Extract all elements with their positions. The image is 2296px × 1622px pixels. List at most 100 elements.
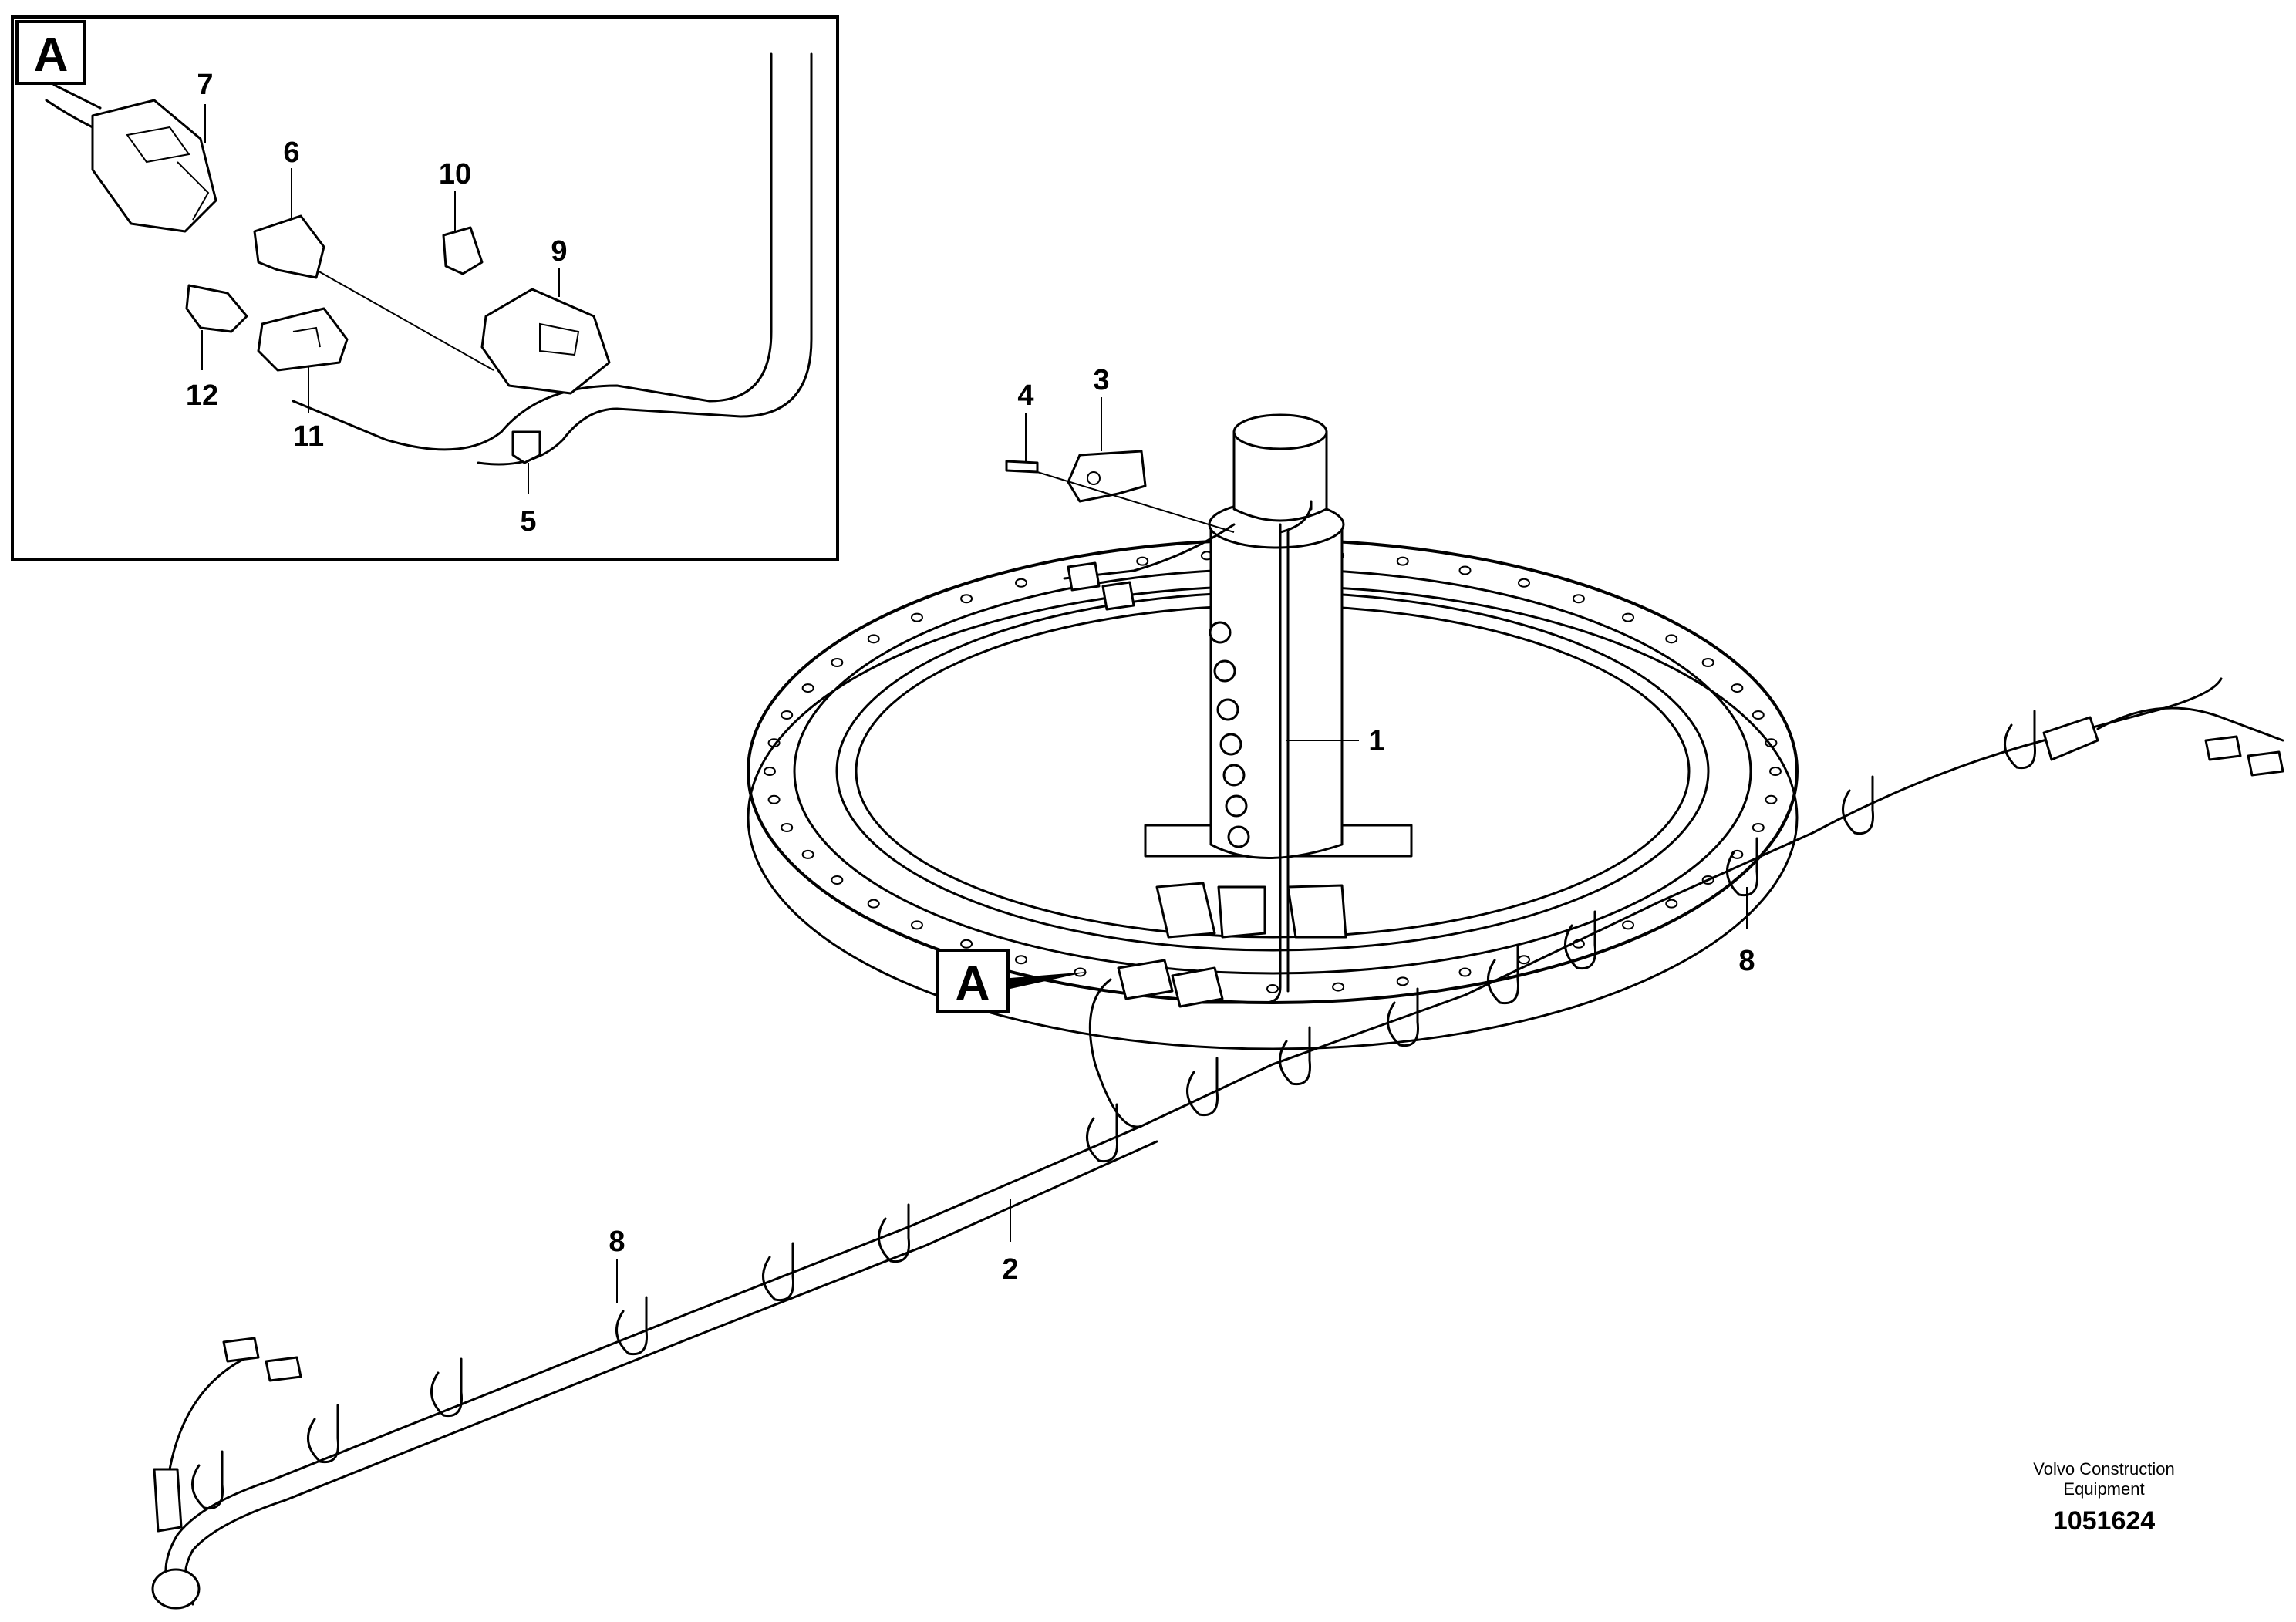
pipe-1-top [1279,500,1313,534]
harness-clip-8 [2004,710,2037,770]
harness-clip-8 [1279,1026,1312,1086]
bolt-hole [767,794,781,804]
part-label-4: 4 [1017,379,1033,412]
fastener-5 [511,430,541,464]
detail-frame [11,15,839,561]
main-view-marker-a: A [936,949,1087,1013]
bolt-hole [1518,955,1530,965]
sensor-right [2042,706,2284,777]
bolt-hole [831,658,844,667]
screw-4 [1005,460,1039,474]
part-label-12: 12 [186,379,218,412]
part-label-10: 10 [439,158,471,191]
bolt-hole [1622,920,1635,930]
detail-marker-label: A [34,29,69,82]
bolt-hole [960,594,973,604]
bolt-hole [781,822,794,832]
part-label-2: 2 [1002,1253,1018,1286]
detail-guide-line [315,269,494,371]
harness-clip-8 [430,1357,464,1418]
bolt-hole [1015,955,1027,965]
harness-clip-8 [191,1450,224,1510]
bolt-hole [1622,612,1635,622]
bolt-hole [867,634,880,644]
main-view: A 4 3 1 8 2 8 [151,364,2284,1610]
column-ports [1209,621,1250,848]
bracket-3-hole [1087,471,1101,485]
guide-line-screw-to-column [1037,471,1235,533]
harness-clip-8 [1726,837,1759,897]
bolt-hole [831,875,844,885]
harness-clip-8 [1564,910,1597,970]
harness-clip-8 [1186,1057,1219,1117]
bolt-hole [1458,967,1472,977]
part-label-8-right: 8 [1738,945,1755,977]
harness-clip-8 [1842,775,1875,835]
sensor-connector-top-2 [1101,581,1135,611]
part-label-1: 1 [1368,725,1384,757]
sensor-connector-top-1 [1067,561,1101,592]
bolt-hole [1572,594,1585,604]
sensor-left [151,1337,302,1610]
bolt-hole [1136,556,1149,566]
part-label-6: 6 [283,137,299,169]
document-number: 1051624 [2053,1506,2155,1536]
bolt-hole [867,899,880,909]
bolt-hole [1765,738,1778,748]
bolt-hole [1701,875,1714,885]
harness-clips [191,710,2037,1510]
bolt-hole [1765,794,1778,804]
harness-clip-8 [762,1242,795,1302]
main-marker-label: A [956,957,990,1010]
part-label-7: 7 [197,69,213,101]
part-label-11: 11 [293,420,324,453]
bolt-hole [801,849,814,859]
detail-harness-cable [292,52,773,451]
harness-clip-8 [615,1296,649,1356]
part-label-8-left: 8 [609,1226,625,1258]
clip-10 [442,226,484,275]
harness-clip-8 [307,1404,340,1464]
connectors-at-a [1117,959,1224,1008]
bolt-hole [1396,556,1409,566]
bolt-hole [781,710,794,720]
footer: Volvo Construction Equipment 1051624 [2033,1459,2174,1536]
bolt-hole [801,683,814,693]
bolt-hole [1665,634,1678,644]
bolt-hole [1769,767,1782,776]
maker-line-2: Equipment [2063,1479,2144,1499]
bolt-hole [1752,710,1765,720]
maker-line-1: Volvo Construction [2033,1459,2174,1479]
bolt-hole [767,738,781,748]
connector-11 [257,307,349,372]
wedge-12 [185,284,248,333]
harness-2-low [164,1125,1143,1602]
bolt-hole [910,612,923,622]
bolt-hole [1665,899,1678,909]
harness-clip-8 [878,1203,911,1263]
harness-clip-8 [1086,1103,1119,1163]
part-label-5: 5 [520,505,536,538]
bolt-hole [1015,578,1027,588]
bolt-hole [1752,822,1765,832]
bolt-hole [1518,578,1530,588]
bolt-hole [910,920,923,930]
bolt-hole [1458,565,1472,575]
bolt-hole [764,767,776,776]
bolt-hole [1731,683,1744,693]
harness-clip-8 [1387,987,1420,1047]
connector-9 [480,288,611,395]
bolt-hole [1332,982,1345,992]
detail-marker-box [15,20,86,85]
part-label-3: 3 [1093,364,1109,396]
sensor-wire-top [1063,523,1236,580]
center-column [1144,413,1413,939]
bolt-hole [1396,976,1409,986]
connector-7 [91,99,217,233]
bolt-hole [1701,658,1714,667]
part-label-9: 9 [551,235,567,268]
seal-6 [253,214,325,279]
pipe-1 [1202,523,1282,1004]
harness-clip-8 [1487,945,1520,1005]
